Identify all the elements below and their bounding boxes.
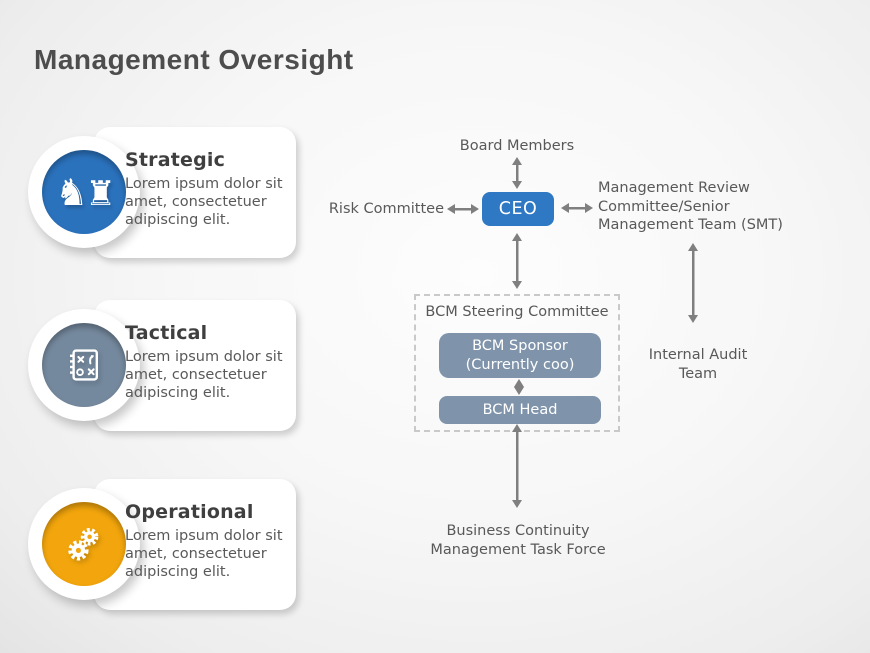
arrow-board-ceo (512, 157, 522, 189)
board-members-label: Board Members (459, 138, 575, 154)
level-card-strategic: ♞♜ Strategic Lorem ipsum dolor sit amet,… (28, 127, 296, 258)
level-title: Strategic (125, 149, 226, 171)
level-description: Lorem ipsum dolor sit amet, consectetuer… (125, 176, 283, 228)
task-force-label: Business Continuity Management Task Forc… (430, 523, 606, 558)
bcm-head-box: BCM Head (439, 396, 601, 424)
level-card-operational: Operational Lorem ipsum dolor sit amet, … (28, 479, 296, 610)
page-title: Management Oversight (34, 44, 354, 75)
gears-icon (42, 502, 126, 586)
tactics-icon (42, 323, 126, 407)
bcm-steering-committee-group: BCM Steering Committee BCM Sponsor (Curr… (414, 294, 620, 432)
arrow-smt-audit (688, 243, 698, 323)
bcm-sponsor-line2: (Currently coo) (465, 356, 575, 373)
arrow-head-taskforce (512, 424, 522, 508)
risk-committee-label: Risk Committee (328, 201, 444, 217)
level-description: Lorem ipsum dolor sit amet, consectetuer… (125, 349, 283, 401)
level-description: Lorem ipsum dolor sit amet, consectetuer… (125, 528, 283, 580)
level-card-tactical: Tactical Lorem ipsum dolor sit amet, con… (28, 300, 296, 431)
arrow-sponsor-head (514, 379, 524, 395)
arrow-risk-ceo (447, 204, 479, 214)
level-title: Operational (125, 501, 254, 523)
level-title: Tactical (125, 322, 208, 344)
chess-icon: ♞♜ (42, 150, 126, 234)
bcm-head-label: BCM Head (482, 401, 558, 418)
ceo-box: CEO (482, 192, 554, 226)
bcm-sponsor-line1: BCM Sponsor (472, 338, 568, 355)
arrow-ceo-smt (561, 203, 593, 213)
management-review-label: Management Review Committee/Senior Manag… (598, 180, 783, 234)
arrow-ceo-bcm (512, 233, 522, 289)
bcm-sponsor-box: BCM Sponsor (Currently coo) (439, 333, 601, 378)
internal-audit-label: Internal Audit Team (648, 347, 748, 382)
bcm-steering-committee-label: BCM Steering Committee (425, 304, 609, 320)
